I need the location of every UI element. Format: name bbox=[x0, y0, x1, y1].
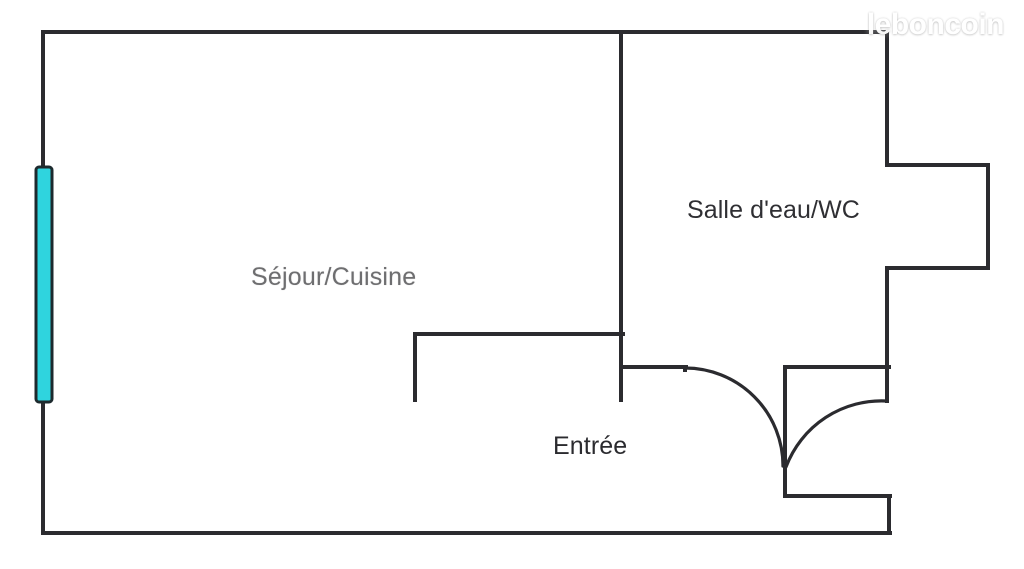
room-label-living-kitchen: Séjour/Cuisine bbox=[251, 263, 417, 291]
interior-walls bbox=[413, 30, 892, 498]
door-right-arc-icon bbox=[784, 399, 889, 469]
leboncoin-watermark: leboncoin bbox=[866, 8, 1005, 41]
window-icon bbox=[34, 165, 54, 404]
wall-right-bay bbox=[885, 163, 990, 270]
exterior-walls bbox=[41, 30, 990, 535]
door-swings bbox=[683, 366, 889, 469]
window-element bbox=[34, 165, 54, 404]
room-label-entrance: Entrée bbox=[553, 432, 628, 460]
room-label-bathroom-wc: Salle d'eau/WC bbox=[687, 196, 860, 224]
door-left-arc-icon bbox=[683, 366, 785, 468]
